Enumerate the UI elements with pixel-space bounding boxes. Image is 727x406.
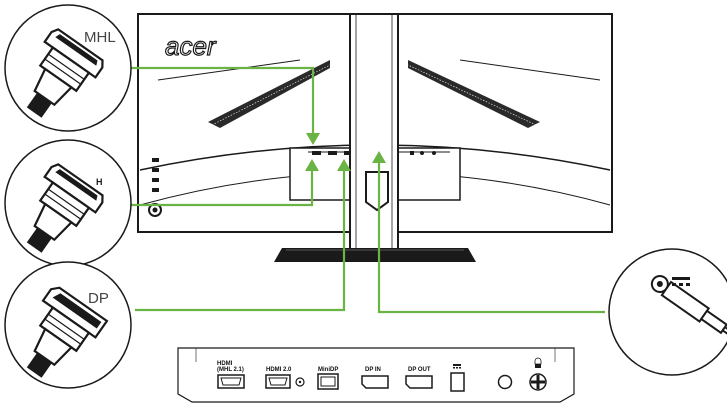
- connector-lines: [120, 66, 605, 314]
- mhl-label: MHL: [84, 29, 116, 46]
- hdmi-2-port: [265, 374, 305, 389]
- mhl-hdmi-callout: [4, 4, 132, 132]
- brand-logo: acer: [165, 31, 217, 61]
- dc-symbol-icon: [672, 277, 690, 286]
- hdmi-connector-icon: [26, 163, 104, 253]
- port-label-dp-in: DP IN: [365, 367, 381, 373]
- kensington-lock-port: [529, 357, 547, 391]
- displayport-connector-icon: [26, 286, 109, 378]
- port-label-hdmi-2: HDMI 2.0: [266, 367, 292, 373]
- port-panel: [177, 347, 575, 403]
- port-label-mini-dp: MiniDP: [318, 367, 339, 373]
- hdmi-callout: [4, 139, 132, 267]
- port-label-hdmi-mhl: HDMI (MHL 2.1): [217, 361, 244, 373]
- connector-arrowheads: [305, 133, 386, 171]
- power-callout: [608, 248, 727, 376]
- audio-jack-port: [497, 374, 513, 390]
- port-label-dp-out: DP OUT: [408, 367, 431, 373]
- dp-out-port: [405, 375, 433, 389]
- dp-label: DP: [88, 290, 109, 307]
- dc-power-port: [450, 364, 465, 392]
- hdmi-mhl-port: [217, 374, 245, 389]
- dc-power-plug-icon: [650, 274, 727, 348]
- dp-callout: [4, 261, 132, 389]
- hdmi-label: H: [96, 177, 103, 187]
- dp-in-port: [361, 375, 389, 389]
- mini-displayport-port: [317, 373, 339, 390]
- hdmi-connector-icon: [26, 28, 104, 118]
